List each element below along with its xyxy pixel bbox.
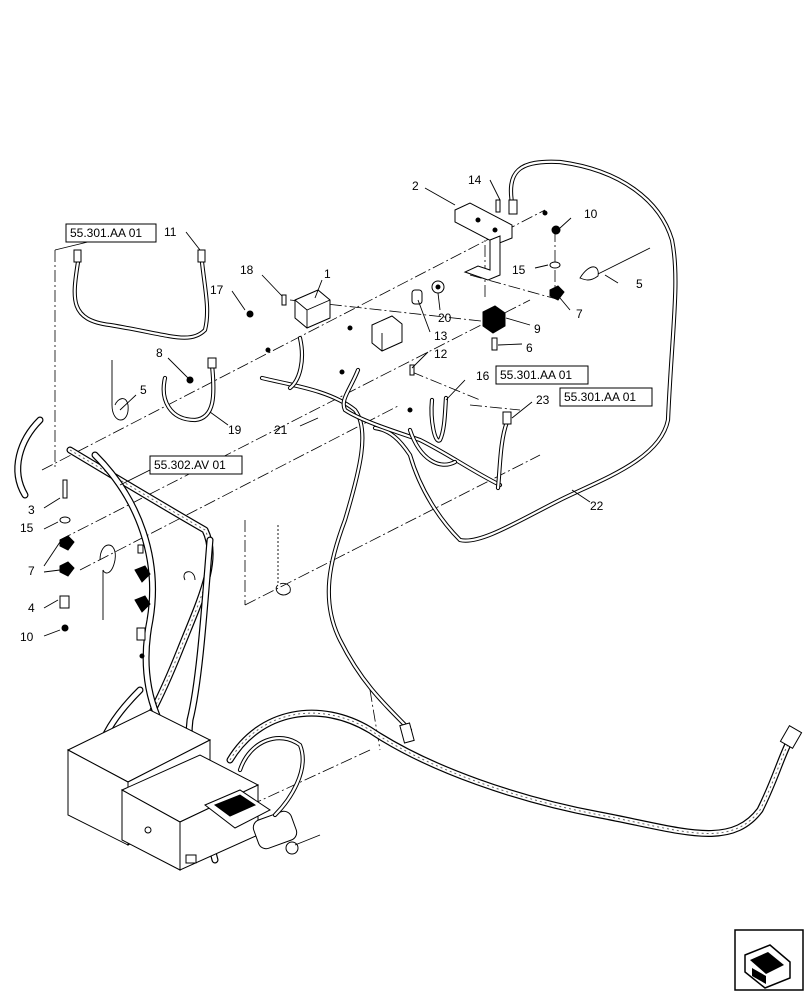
relay-1 — [294, 289, 331, 329]
item-number-15-right: 15 — [512, 263, 526, 277]
item-number-1: 1 — [324, 267, 331, 281]
item-number-20: 20 — [438, 311, 452, 325]
cable-11 — [72, 249, 210, 340]
screw-12 — [409, 364, 415, 376]
item-number-19: 19 — [228, 423, 242, 437]
bracket-2 — [454, 202, 513, 281]
reference-box-top-left: 55.301.AA 01 — [65, 223, 157, 243]
nut-10-top — [551, 225, 561, 235]
item-number-11: 11 — [164, 225, 177, 239]
nut-8 — [186, 376, 194, 384]
item-number-labels: 1 2 3 4 5 5 6 7 7 8 9 10 10 11 12 13 14 … — [20, 173, 643, 644]
reference-box-left-mid: 55.302.AV 01 — [149, 455, 243, 475]
cable-tie-5-top — [579, 247, 651, 281]
clamp-9 — [482, 305, 506, 334]
item-number-15-left: 15 — [20, 521, 34, 535]
item-number-7-right: 7 — [576, 307, 583, 321]
connector-block — [371, 315, 403, 352]
item-number-21: 21 — [274, 423, 288, 437]
item-number-8: 8 — [156, 346, 163, 360]
screw-14 — [495, 199, 501, 213]
item-number-5-left: 5 — [140, 383, 147, 397]
reference-box-mid-right: 55.301.AA 01 — [495, 365, 589, 385]
reference-label: 55.301.AA 01 — [500, 368, 572, 382]
item-number-2: 2 — [412, 179, 419, 193]
cable-tie-5-left — [111, 360, 129, 421]
item-number-10-left: 10 — [20, 630, 34, 644]
item-number-22: 22 — [590, 499, 604, 513]
left-fastener-stack — [59, 479, 75, 632]
item-number-7-left: 7 — [28, 564, 35, 578]
reference-box-right: 55.301.AA 01 — [559, 387, 653, 407]
item-number-18: 18 — [240, 263, 254, 277]
starter-motor — [204, 736, 321, 855]
item-number-5-right: 5 — [636, 277, 643, 291]
item-number-3: 3 — [28, 503, 35, 517]
item-number-10-right: 10 — [584, 207, 598, 221]
cable-22 — [372, 159, 678, 543]
clip-7-top — [549, 285, 565, 301]
plug-13 — [411, 289, 423, 305]
reference-label: 55.301.AA 01 — [564, 390, 636, 404]
item-number-14: 14 — [468, 173, 482, 187]
navigation-arrow-icon[interactable] — [734, 929, 804, 991]
nut-17 — [246, 310, 254, 318]
battery-cable — [226, 709, 803, 837]
middle-fastener-stacks — [99, 525, 291, 659]
cable-19 — [161, 357, 217, 423]
screw-18 — [281, 294, 287, 306]
item-number-23: 23 — [536, 393, 550, 407]
reference-label: 55.302.AV 01 — [154, 458, 226, 472]
bolt-6 — [491, 337, 498, 351]
item-number-13: 13 — [434, 329, 448, 343]
item-number-17: 17 — [210, 283, 224, 297]
item-number-16: 16 — [476, 369, 490, 383]
item-number-6: 6 — [526, 341, 533, 355]
reference-label: 55.301.AA 01 — [70, 226, 142, 240]
item-number-12: 12 — [434, 347, 448, 361]
cable-23 — [495, 411, 512, 491]
item-number-4: 4 — [28, 601, 35, 615]
cable-21 — [259, 335, 503, 744]
cable-16 — [429, 395, 449, 443]
item-number-9: 9 — [534, 322, 541, 336]
washer-15-top — [549, 261, 561, 269]
